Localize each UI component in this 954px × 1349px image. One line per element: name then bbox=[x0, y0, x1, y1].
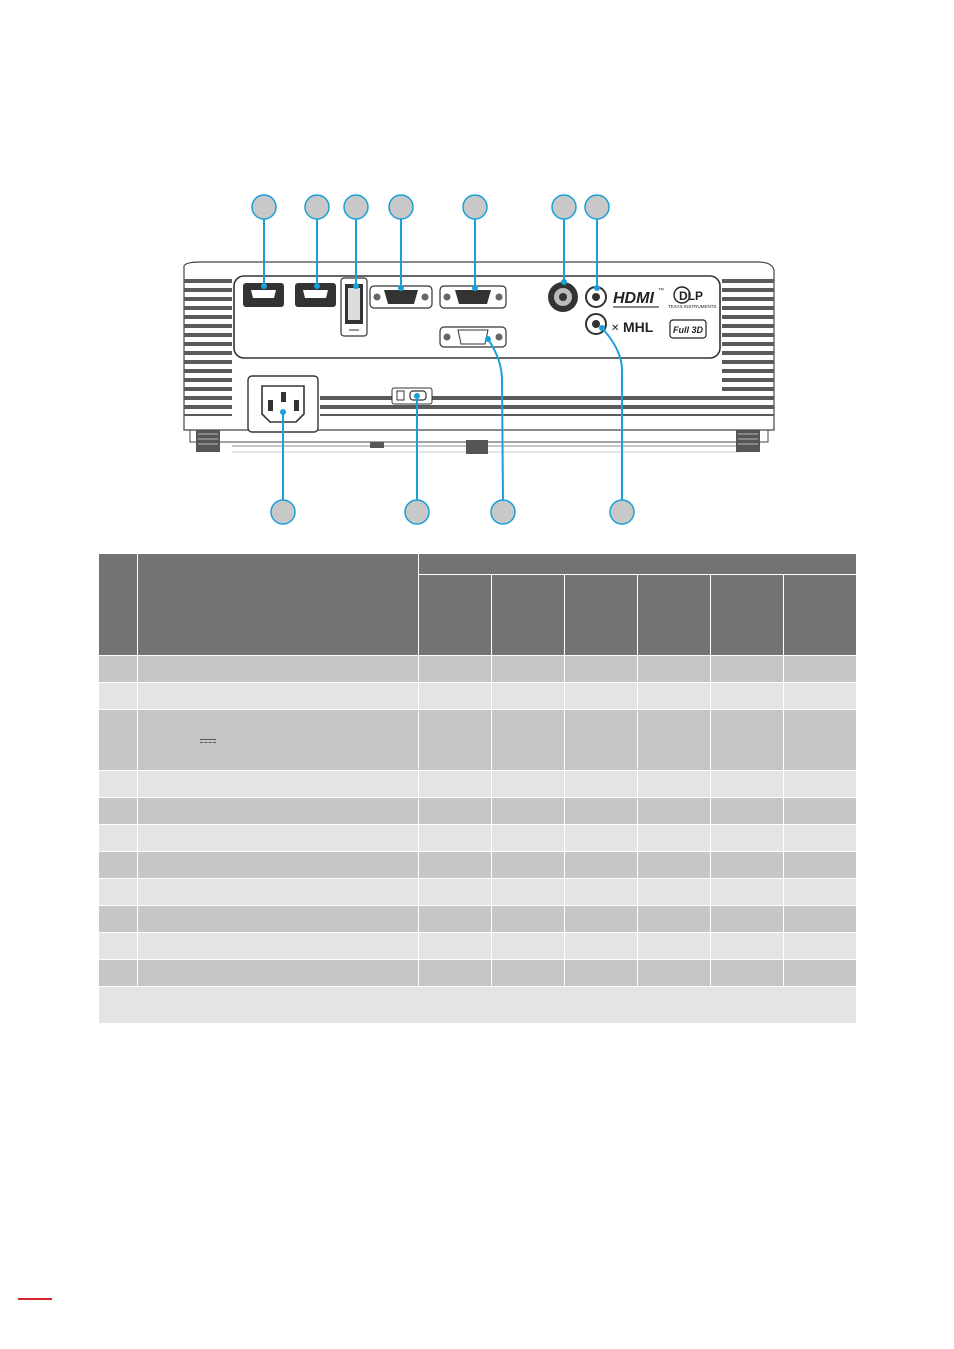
header-number-cell bbox=[98, 553, 138, 656]
callout-circle bbox=[343, 194, 369, 220]
dc-out-port bbox=[585, 313, 607, 335]
table-row bbox=[98, 959, 857, 987]
callout-circle bbox=[304, 194, 330, 220]
table-row bbox=[98, 709, 857, 771]
rs232-port bbox=[439, 326, 507, 348]
table-row bbox=[98, 770, 857, 798]
subheader-cell bbox=[564, 574, 638, 656]
callout-circle bbox=[251, 194, 277, 220]
bottom-vent bbox=[320, 392, 722, 416]
svg-text:MHL: MHL bbox=[623, 319, 654, 335]
projector-rear-panel-diagram: HDMI ™ DLP TEXAS INSTRUMENTS ✕ MHL Full … bbox=[183, 194, 775, 525]
svg-text:✕: ✕ bbox=[611, 323, 619, 334]
subheader-cell bbox=[637, 574, 711, 656]
subheader-cell bbox=[491, 574, 565, 656]
table-row bbox=[98, 824, 857, 852]
subheader-cell bbox=[418, 574, 492, 656]
dc-symbol-icon bbox=[200, 739, 216, 744]
center-foot bbox=[466, 440, 488, 454]
hdmi-port-1 bbox=[243, 283, 284, 307]
mhl-logo: ✕ MHL bbox=[611, 319, 654, 335]
svg-text:Full 3D: Full 3D bbox=[673, 325, 704, 335]
callout-lines bbox=[263, 219, 623, 502]
vga-out-port bbox=[439, 285, 507, 309]
callout-circle bbox=[404, 499, 430, 525]
full3d-logo: Full 3D bbox=[669, 319, 707, 339]
callout-circle bbox=[388, 194, 414, 220]
table-row bbox=[98, 655, 857, 683]
dlp-logo: DLP TEXAS INSTRUMENTS bbox=[668, 286, 717, 309]
table-subheader-row bbox=[99, 574, 857, 656]
svg-text:™: ™ bbox=[658, 287, 664, 294]
right-foot bbox=[736, 430, 760, 452]
table-row bbox=[98, 851, 857, 879]
hdmi-port-2 bbox=[295, 283, 336, 307]
table-row bbox=[98, 682, 857, 710]
power-socket bbox=[247, 375, 319, 433]
left-vent bbox=[184, 276, 232, 416]
table-footnote-row bbox=[98, 986, 857, 1024]
callout-circle bbox=[490, 499, 516, 525]
svideo-port bbox=[548, 282, 578, 312]
audio-port bbox=[585, 286, 607, 308]
table-row bbox=[98, 932, 857, 960]
left-foot bbox=[196, 430, 220, 452]
page-number-marker bbox=[18, 1298, 52, 1300]
table-header-row bbox=[98, 553, 857, 656]
callout-circle bbox=[270, 499, 296, 525]
hdmi-logo: HDMI ™ bbox=[613, 287, 664, 308]
callout-circle bbox=[462, 194, 488, 220]
header-item-cell bbox=[137, 553, 419, 656]
svg-text:HDMI: HDMI bbox=[613, 290, 654, 307]
svg-text:DLP: DLP bbox=[679, 289, 703, 303]
right-vent bbox=[722, 276, 774, 416]
callout-circle bbox=[584, 194, 610, 220]
header-span-cell bbox=[418, 553, 857, 575]
connection-spec-table bbox=[98, 553, 857, 1024]
io-panel: HDMI ™ DLP TEXAS INSTRUMENTS ✕ MHL Full … bbox=[233, 275, 721, 359]
callout-circle bbox=[609, 499, 635, 525]
svg-text:TEXAS INSTRUMENTS: TEXAS INSTRUMENTS bbox=[668, 304, 717, 309]
kensington-lock bbox=[391, 387, 433, 405]
callout-endpoints bbox=[261, 279, 605, 415]
table-row bbox=[98, 905, 857, 933]
table-row bbox=[98, 878, 857, 906]
subheader-cell bbox=[710, 574, 784, 656]
table-row bbox=[98, 797, 857, 825]
callout-circles bbox=[251, 194, 635, 525]
subheader-cell bbox=[783, 574, 857, 656]
usb-port bbox=[340, 277, 368, 337]
callout-circle bbox=[551, 194, 577, 220]
vga-in-port bbox=[369, 285, 433, 309]
